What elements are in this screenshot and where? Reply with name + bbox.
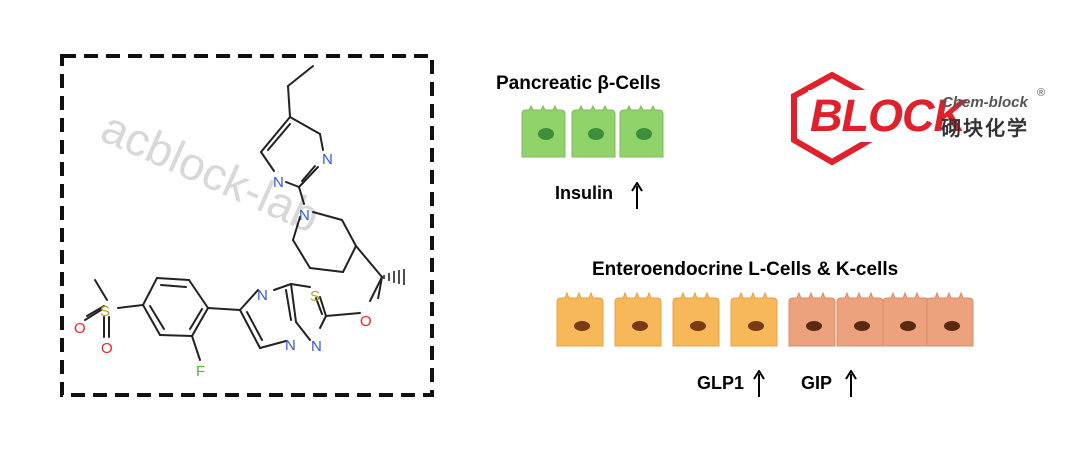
enteroendocrine-title: Enteroendocrine L-Cells & K-cells: [592, 259, 899, 280]
k-cell: [836, 292, 884, 347]
k-cell: [926, 292, 974, 347]
logo-name-en: Chem-block: [942, 94, 1028, 111]
up-arrow-icon: [753, 370, 765, 397]
glp1-label: GLP1: [697, 373, 745, 393]
atom-n-piperidine: N: [299, 207, 310, 224]
insulin-label: Insulin: [555, 183, 613, 203]
logo-registered: ®: [1037, 87, 1046, 99]
pancreatic-title: Pancreatic β-Cells: [496, 73, 661, 94]
l-cell: [730, 292, 778, 347]
up-arrow-icon: [845, 370, 857, 397]
up-arrow-icon: [631, 182, 643, 209]
atom-n-pyrimidine-right: N: [322, 151, 333, 168]
gip-label: GIP: [801, 373, 833, 393]
beta-cell: [571, 104, 616, 158]
l-cell: [614, 292, 662, 347]
stereo-hash: [383, 269, 405, 285]
atom-o-sulfonyl-top: O: [74, 320, 86, 337]
watermark: acblock-lab: [94, 101, 328, 243]
atom-n-imidazole: N: [257, 287, 268, 304]
k-cell: [882, 292, 930, 347]
beta-cells-illustration: [521, 104, 664, 158]
molecule-structure: acblock-lab: [60, 54, 434, 397]
atom-s-sulfonyl: S: [100, 303, 110, 320]
atom-s-thiadiazole: S: [310, 288, 320, 305]
l-cell: [556, 292, 604, 347]
molecule-panel: acblock-lab: [60, 54, 434, 397]
atom-o-ether: O: [360, 313, 372, 330]
atom-n-bridge: N: [285, 337, 296, 354]
enteroendocrine-cells-illustration: [556, 292, 974, 347]
logo-brand: BLOCK: [808, 90, 967, 142]
bonds: [84, 65, 383, 361]
beta-cell: [619, 104, 664, 158]
beta-cell: [521, 104, 566, 158]
atom-o-sulfonyl-bottom: O: [101, 340, 113, 357]
k-cell: [788, 292, 836, 347]
l-cell: [672, 292, 720, 347]
chem-block-logo: BLOCK Chem-block ® 砌块化学: [788, 70, 1058, 170]
atom-f-fluoro: F: [196, 363, 205, 380]
dashed-frame: [60, 54, 434, 397]
logo-name-cn: 砌块化学: [941, 118, 1029, 140]
methyl-bond: [377, 276, 383, 300]
atom-n-thiadiazole: N: [311, 338, 322, 355]
atom-n-pyrimidine-left: N: [273, 174, 284, 191]
